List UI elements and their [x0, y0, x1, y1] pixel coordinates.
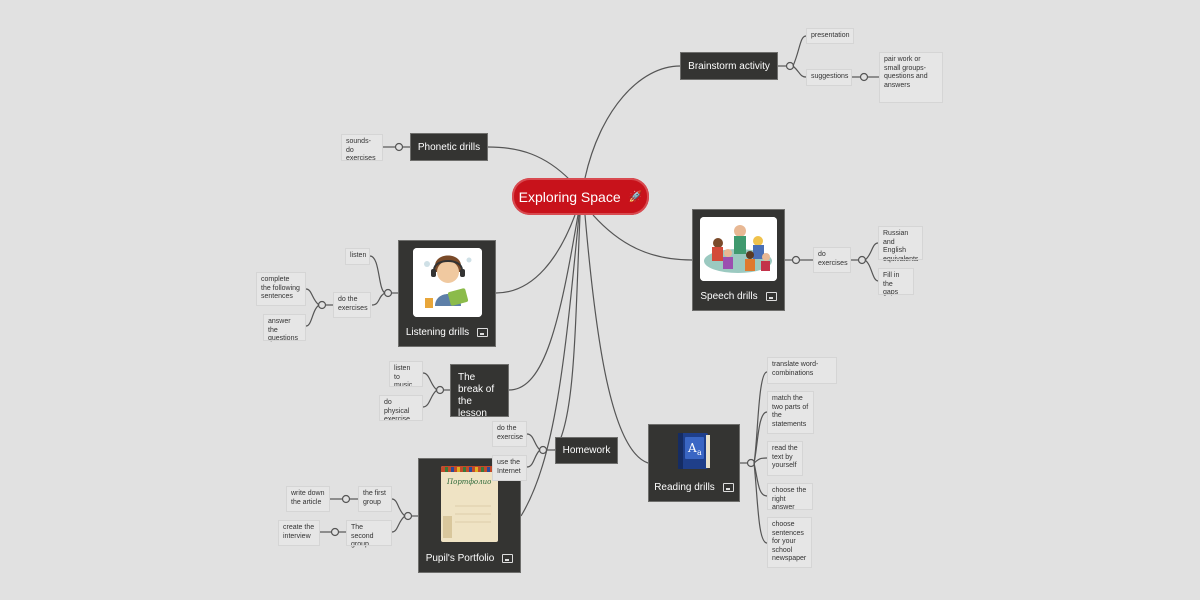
rocket-icon: 🚀: [628, 191, 643, 203]
image-icon: [477, 328, 489, 337]
leaf-first-group[interactable]: the first group: [358, 486, 392, 512]
leaf-second-group[interactable]: The second group: [346, 520, 392, 548]
children-group-image: [700, 217, 777, 281]
link-break: [508, 214, 579, 391]
leaf-choose-sentences[interactable]: choose sentences for your school newspap…: [767, 517, 812, 568]
boy-headphones-image: [412, 248, 482, 317]
topic-label: Pupil's Portfolio: [425, 553, 495, 564]
leaf-use-internet[interactable]: use the Internet: [492, 455, 527, 481]
topic-phonetic-drills[interactable]: Phonetic drills: [410, 133, 488, 161]
leaf-fill-gaps[interactable]: Fill in the gaps: [878, 268, 914, 296]
root-topic[interactable]: Exploring Space 🚀: [512, 178, 649, 215]
root-topic-label: Exploring Space: [518, 188, 621, 205]
leaf-suggestions[interactable]: suggestions: [806, 69, 852, 86]
topic-brainstorm[interactable]: Brainstorm activity: [680, 52, 778, 80]
link-homework: [554, 214, 581, 451]
leaf-do-the-exercises[interactable]: do the exercises: [333, 292, 371, 318]
image-icon: [722, 483, 734, 492]
topic-homework[interactable]: Homework: [555, 437, 618, 464]
topic-label: Reading drills: [654, 482, 715, 493]
image-icon: [502, 554, 514, 563]
topic-label: Homework: [562, 445, 611, 456]
leaf-complete-sentences[interactable]: complete the following sentences: [256, 272, 306, 306]
svg-text:a: a: [697, 448, 702, 457]
topic-label: The break of the lesson: [458, 372, 495, 419]
topic-label: Phonetic drills: [417, 141, 481, 153]
link-reading: [584, 214, 649, 464]
link-portfolio: [520, 214, 580, 517]
link-speech: [592, 214, 693, 261]
svg-text:A: A: [687, 441, 697, 455]
topic-label: Speech drills: [700, 291, 758, 302]
topic-label: Listening drills: [405, 327, 470, 338]
leaf-listen[interactable]: listen: [345, 248, 370, 265]
portfolio-document-image: Портфолио: [441, 466, 498, 542]
link-phonetic: [487, 146, 571, 181]
dictionary-book-image: A a: [676, 431, 712, 471]
leaf-read-text[interactable]: read the text by yourself: [767, 441, 803, 476]
leaf-sounds-do[interactable]: sounds-do exercises: [341, 134, 383, 162]
leaf-do-the-exercise[interactable]: do the exercise: [492, 421, 527, 447]
link-brainstorm: [584, 65, 681, 179]
leaf-translate[interactable]: translate word-combinations: [767, 357, 837, 384]
topic-speech-drills[interactable]: Speech drills: [692, 209, 785, 311]
leaf-write-down[interactable]: write down the article: [286, 486, 330, 512]
portfolio-image-title: Портфолио: [447, 478, 492, 486]
leaf-physical-exercise[interactable]: do physical exercise: [379, 395, 423, 423]
leaf-presentation[interactable]: presentation: [806, 28, 854, 44]
topic-listening-drills[interactable]: Listening drills: [398, 240, 496, 347]
image-icon: [765, 292, 777, 301]
leaf-choose-answer[interactable]: choose the right answer: [767, 483, 813, 511]
leaf-answer-questions[interactable]: answer the questions: [263, 314, 306, 342]
leaf-listen-music[interactable]: listen to music: [389, 361, 423, 389]
topic-label: Brainstorm activity: [688, 60, 770, 72]
leaf-russian-english[interactable]: Russian and English equivalents: [878, 226, 923, 263]
topic-reading-drills[interactable]: A a Reading drills: [648, 424, 740, 502]
leaf-match-parts[interactable]: match the two parts of the statements: [767, 391, 814, 434]
topic-pupils-portfolio[interactable]: Портфолио Pupil's Portfolio: [418, 458, 521, 573]
leaf-create-interview[interactable]: create the interview: [278, 520, 320, 546]
link-listening: [495, 214, 576, 294]
leaf-pair-work[interactable]: pair work or small groups-questions and …: [879, 52, 943, 103]
leaf-do-exercises[interactable]: do exercises: [813, 247, 851, 273]
topic-break-of-lesson[interactable]: The break of the lesson: [450, 364, 509, 419]
